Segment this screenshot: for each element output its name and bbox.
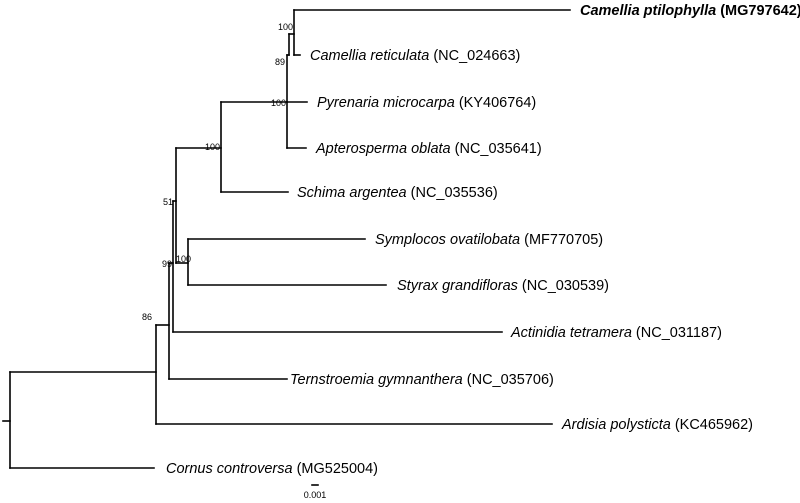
support-theaceae-styracales: 51 xyxy=(163,197,173,207)
species-name: Schima argentea xyxy=(297,185,407,201)
accession-number: (NC_035706) xyxy=(467,372,554,388)
species-name: Cornus controversa xyxy=(166,461,293,477)
species-name: Pyrenaria microcarpa xyxy=(317,95,455,111)
support-symplocos-styrax: 100 xyxy=(176,254,191,264)
taxon-schima-argentea: Schima argentea (NC_035536) xyxy=(297,185,498,201)
species-name: Apterosperma oblata xyxy=(315,141,451,157)
taxon-cornus-controversa: Cornus controversa (MG525004) xyxy=(166,461,378,477)
accession-number: (MF770705) xyxy=(524,232,603,248)
taxon-ternstroemia-gymnanthera: Ternstroemia gymnanthera (NC_035706) xyxy=(290,372,554,388)
taxon-ardisia-polysticta: Ardisia polysticta (KC465962) xyxy=(561,417,753,433)
accession-number: (KY406764) xyxy=(459,95,536,111)
taxon-camellia-reticulata: Camellia reticulata (NC_024663) xyxy=(310,48,520,64)
taxon-symplocos-ovatilobata: Symplocos ovatilobata (MF770705) xyxy=(375,232,603,248)
scale-bar-label: 0.001 xyxy=(304,490,327,500)
scale-bar: 0.001 xyxy=(304,484,327,500)
bootstrap-values: 100 89 100 100 51 100 99 86 xyxy=(142,22,293,322)
species-name: Camellia reticulata xyxy=(310,48,429,64)
taxon-labels: Camellia ptilophylla (MG797642) Camellia… xyxy=(166,3,800,477)
accession-number: (NC_031187) xyxy=(636,325,722,341)
accession-number: (NC_035641) xyxy=(455,141,542,157)
support-ericales-core: 99 xyxy=(162,259,172,269)
species-name: Ardisia polysticta xyxy=(561,417,671,433)
taxon-pyrenaria-microcarpa: Pyrenaria microcarpa (KY406764) xyxy=(317,95,536,111)
taxon-apterosperma-oblata: Apterosperma oblata (NC_035641) xyxy=(315,141,542,157)
species-name: Camellia ptilophylla xyxy=(580,3,716,19)
species-name: Styrax grandifloras xyxy=(397,278,518,294)
taxon-actinidia-tetramera: Actinidia tetramera (NC_031187) xyxy=(510,325,722,341)
species-name: Ternstroemia gymnanthera xyxy=(290,372,463,388)
species-name: Actinidia tetramera xyxy=(510,325,632,341)
support-theaceae-core: 100 xyxy=(271,98,286,108)
accession-number: (MG525004) xyxy=(297,461,378,477)
accession-number: (MG797642) xyxy=(720,3,800,19)
support-camellia-pyrenaria: 89 xyxy=(275,57,285,67)
support-ericales: 86 xyxy=(142,312,152,322)
taxon-styrax-grandifloras: Styrax grandifloras (NC_030539) xyxy=(397,278,609,294)
taxon-camellia-ptilophylla: Camellia ptilophylla (MG797642) xyxy=(580,3,800,19)
tree-branches xyxy=(2,9,571,469)
support-theaceae: 100 xyxy=(205,142,220,152)
accession-number: (NC_024663) xyxy=(433,48,520,64)
species-name: Symplocos ovatilobata xyxy=(375,232,520,248)
accession-number: (KC465962) xyxy=(675,417,753,433)
accession-number: (NC_035536) xyxy=(411,185,498,201)
accession-number: (NC_030539) xyxy=(522,278,609,294)
support-camellia-clade: 100 xyxy=(278,22,293,32)
